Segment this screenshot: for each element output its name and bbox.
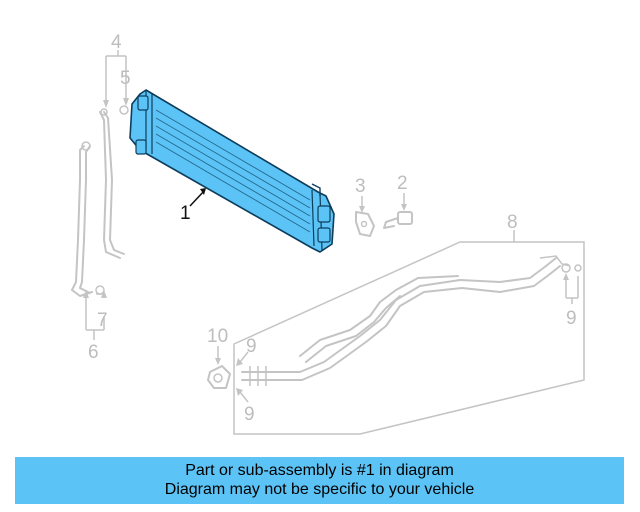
- clip-part-3: [355, 211, 375, 237]
- callout-label-2: 2: [397, 173, 408, 194]
- lower-cooler-line: [71, 141, 105, 297]
- callout-4: 4: [103, 32, 127, 108]
- callout-label-4: 4: [111, 32, 122, 53]
- oil-cooler-part-1[interactable]: [129, 89, 335, 253]
- callout-label-7: 7: [97, 310, 108, 331]
- fitting-part-10: [207, 365, 231, 389]
- upper-cooler-line: [99, 105, 129, 259]
- callout-label-10: 10: [207, 326, 228, 347]
- callout-10: 10: [207, 326, 228, 365]
- callout-label-9-upper: 9: [246, 336, 257, 357]
- hose-assembly-panel-part-8: [233, 241, 585, 435]
- cooler-hose-assembly: [241, 255, 582, 386]
- callout-9-right: 9: [563, 273, 579, 329]
- callout-3: 3: [355, 176, 366, 213]
- banner-line-1: Part or sub-assembly is #1 in diagram: [185, 462, 454, 479]
- callout-label-8: 8: [507, 212, 518, 233]
- callout-8: 8: [507, 212, 518, 242]
- bolt-part-2: [383, 211, 413, 229]
- callout-5: 5: [120, 68, 131, 106]
- callout-7: 7: [97, 290, 108, 331]
- callout-label-1: 1: [180, 203, 191, 224]
- callout-label-3: 3: [355, 176, 366, 197]
- callout-label-9-right: 9: [566, 308, 577, 329]
- callout-9-upper: 9: [236, 336, 257, 366]
- callout-label-6: 6: [88, 342, 99, 363]
- callout-2: 2: [397, 173, 408, 211]
- callout-1: 1: [180, 188, 206, 224]
- callout-label-9-lower: 9: [244, 404, 255, 425]
- callout-6: 6: [83, 290, 105, 363]
- info-banner: Part or sub-assembly is #1 in diagram Di…: [15, 457, 624, 504]
- banner-line-2: Diagram may not be specific to your vehi…: [164, 481, 475, 498]
- callout-9-lower: 9: [236, 388, 255, 425]
- callout-label-5: 5: [120, 68, 131, 89]
